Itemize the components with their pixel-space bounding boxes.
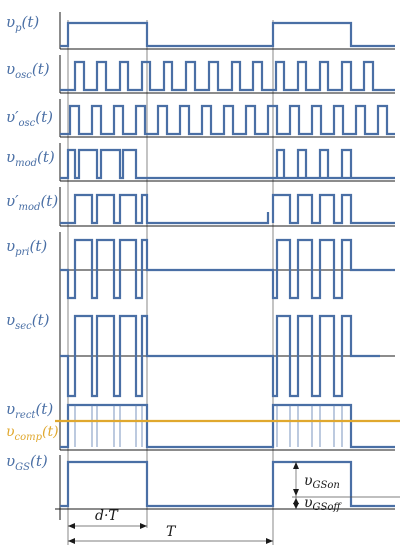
wave-vsec [60,314,380,398]
label-vrect: υrect(t) [6,400,53,421]
label-vpri: υpri(t) [6,237,47,258]
label-vmod-prime: υ′mod(t) [6,192,58,213]
signal-labels: υp(t) υosc(t) υ′osc(t) υmod(t) υ′mod(t) … [6,13,59,473]
wave-vosc [60,60,395,92]
label-vosc-prime: υ′osc(t) [6,108,53,129]
vgs-amplitude-annotation [292,461,400,509]
annotation-labels: υGSon υGSoff d·T T [95,473,342,540]
label-vgs-on: υGSon [304,473,340,491]
wave-vosc-prime [60,104,395,136]
label-vosc: υosc(t) [6,60,50,81]
wave-vrect [60,403,395,449]
label-vgs: υGS(t) [6,452,48,473]
wave-vmod [60,148,395,180]
wave-vpri [60,238,395,300]
label-vgs-off: υGSoff [304,495,342,513]
wave-vp [60,21,395,48]
guide-lines [67,20,274,545]
label-duty-time: d·T [95,508,119,524]
label-vcomp: υcomp(t) [6,424,59,443]
label-period: T [166,524,177,540]
label-vmod: υmod(t) [6,148,55,169]
label-vp: υp(t) [6,13,39,34]
wave-vgs [60,460,395,508]
waveforms [55,21,400,508]
label-vsec: υsec(t) [6,311,50,332]
wave-vmod-prime [60,193,395,225]
time-dimensions [68,523,273,544]
